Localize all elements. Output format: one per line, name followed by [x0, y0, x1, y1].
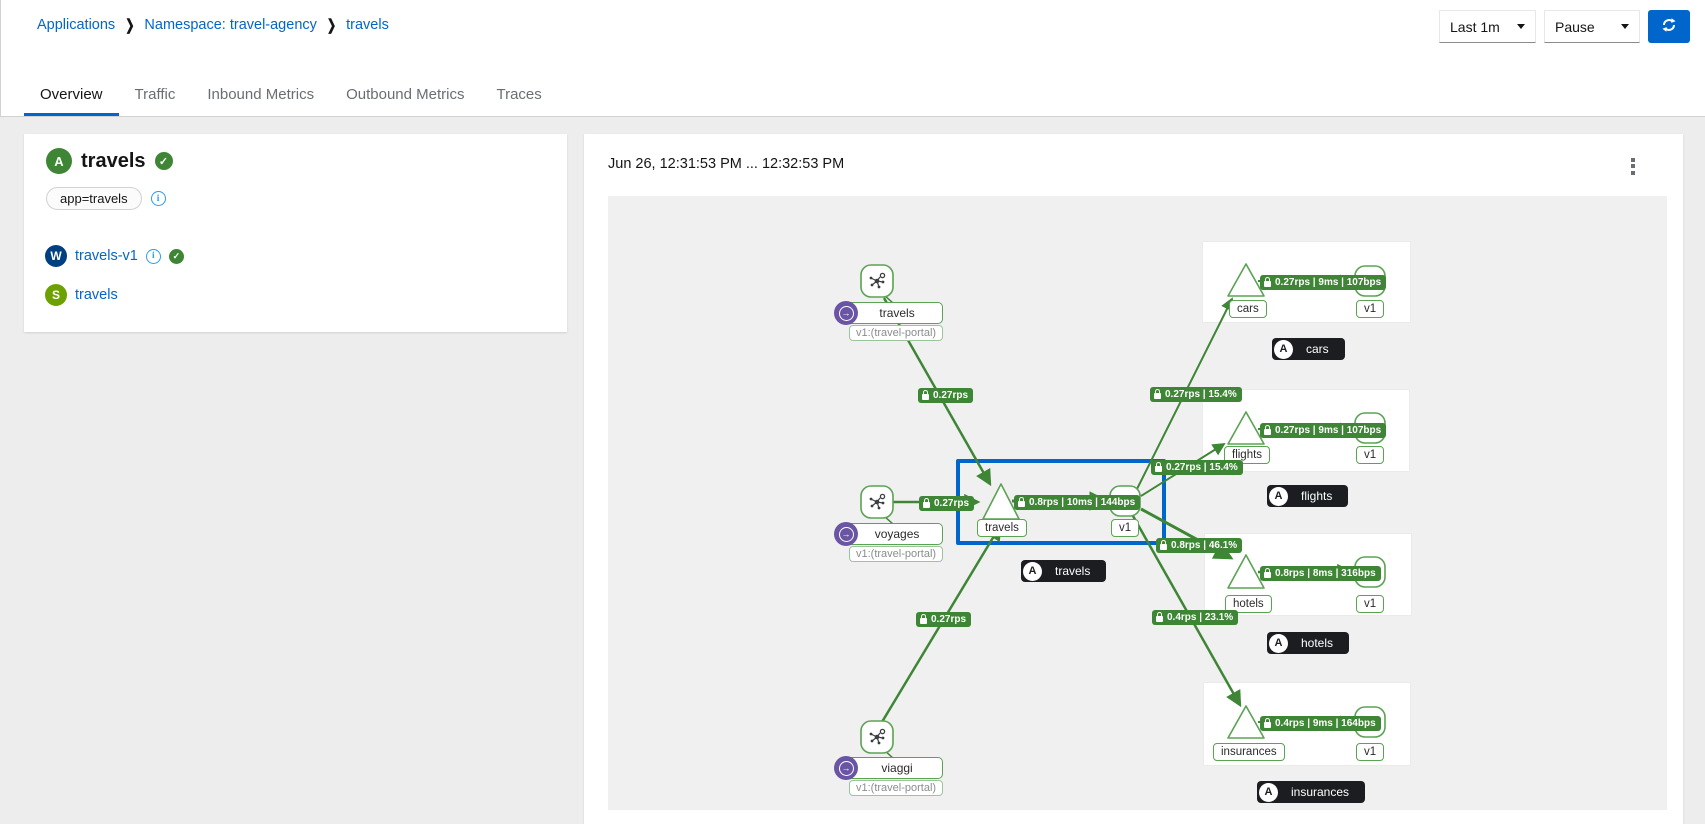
service-badge: S	[45, 284, 67, 306]
node-label-cars-v1[interactable]: v1	[1356, 300, 1385, 318]
breadcrumb-current[interactable]: travels	[346, 17, 389, 33]
app-badge-letter: A	[1023, 561, 1042, 581]
mtls-lock-icon	[1155, 462, 1162, 472]
tab-bar: Overview Traffic Inbound Metrics Outboun…	[1, 73, 1705, 117]
graph-time-range: Jun 26, 12:31:53 PM ... 12:32:53 PM	[608, 156, 845, 172]
breadcrumb: Applications ❯ Namespace: travel-agency …	[37, 17, 389, 34]
source-label-travels[interactable]: →travels v1:(travel-portal)	[834, 301, 944, 341]
mtls-lock-icon	[923, 498, 930, 508]
edge-label-to-flights[interactable]: 0.27rps | 15.4%	[1151, 460, 1243, 475]
node-label-travels-v1[interactable]: v1	[1111, 519, 1140, 537]
sync-icon	[1661, 17, 1677, 36]
breadcrumb-applications[interactable]: Applications	[37, 17, 116, 33]
node-label-insurances[interactable]: insurances	[1213, 743, 1285, 761]
edge-label-travels-src[interactable]: 0.27rps	[918, 388, 974, 403]
workload-badge: W	[45, 245, 67, 267]
tab-traces[interactable]: Traces	[496, 86, 542, 103]
app-badge-letter: A	[1259, 782, 1278, 802]
health-ok-icon: ✓	[168, 248, 184, 264]
refresh-interval-value: Pause	[1555, 18, 1595, 35]
edge-label-flights-internal[interactable]: 0.27rps | 9ms | 107bps	[1260, 423, 1387, 438]
workload-link[interactable]: travels-v1	[75, 248, 138, 264]
edge-label-voyages-src[interactable]: 0.27rps	[919, 496, 975, 511]
root-traffic-icon: →	[834, 522, 858, 546]
edge-label-hotels-internal[interactable]: 0.8rps | 8ms | 316bps	[1260, 566, 1381, 581]
source-label-voyages[interactable]: →voyages v1:(travel-portal)	[834, 522, 944, 562]
app-badge-letter: A	[1269, 486, 1288, 506]
duration-value: Last 1m	[1450, 18, 1500, 35]
tab-overview[interactable]: Overview	[24, 73, 119, 116]
kebab-menu-icon[interactable]	[1621, 152, 1645, 180]
chevron-right-icon: ❯	[326, 17, 337, 34]
edge-label-travels-internal[interactable]: 0.8rps | 10ms | 144bps	[1014, 495, 1141, 510]
app-badge-letter: A	[1274, 339, 1293, 359]
app-badge-letter: A	[1269, 633, 1288, 653]
mtls-lock-icon	[1264, 425, 1271, 435]
app-heading: A travels ✓	[46, 148, 173, 174]
service-row: S travels	[45, 284, 118, 306]
page-header: Applications ❯ Namespace: travel-agency …	[0, 0, 1705, 117]
content-area: A travels ✓ app=travels i W travels-v1 i…	[0, 117, 1705, 824]
refresh-button[interactable]	[1648, 10, 1690, 43]
graph-card: Jun 26, 12:31:53 PM ... 12:32:53 PM	[584, 134, 1683, 824]
mtls-lock-icon	[1264, 277, 1271, 287]
toolbar: Last 1m Pause	[1439, 10, 1690, 43]
root-traffic-icon: →	[834, 756, 858, 780]
edge-label-cars-internal[interactable]: 0.27rps | 9ms | 107bps	[1260, 275, 1387, 290]
chevron-right-icon: ❯	[125, 17, 135, 34]
breadcrumb-namespace[interactable]: Namespace: travel-agency	[144, 17, 317, 33]
mtls-lock-icon	[1264, 718, 1271, 728]
edge-label-to-hotels[interactable]: 0.8rps | 46.1%	[1156, 538, 1243, 553]
mtls-lock-icon	[920, 614, 927, 624]
tab-traffic[interactable]: Traffic	[134, 86, 176, 103]
tab-outbound-metrics[interactable]: Outbound Metrics	[346, 86, 465, 103]
mtls-lock-icon	[922, 390, 929, 400]
info-icon[interactable]: i	[145, 248, 161, 264]
app-labels-row: app=travels i	[46, 187, 166, 210]
mtls-lock-icon	[1264, 568, 1271, 578]
edge-label-viaggi-src[interactable]: 0.27rps	[916, 612, 972, 627]
tab-inbound-metrics[interactable]: Inbound Metrics	[207, 86, 315, 103]
mtls-lock-icon	[1154, 389, 1161, 399]
edge-label-to-insurances[interactable]: 0.4rps | 23.1%	[1152, 610, 1239, 625]
node-label-insurances-v1[interactable]: v1	[1356, 743, 1385, 761]
info-icon[interactable]: i	[150, 191, 166, 206]
app-details-card: A travels ✓ app=travels i W travels-v1 i…	[24, 134, 567, 332]
workload-row: W travels-v1 i ✓	[45, 245, 184, 267]
node-label-cars[interactable]: cars	[1229, 300, 1267, 318]
refresh-interval-dropdown[interactable]: Pause	[1544, 10, 1640, 43]
app-title: travels	[81, 149, 146, 172]
mtls-lock-icon	[1018, 497, 1025, 507]
source-label-viaggi[interactable]: →viaggi v1:(travel-portal)	[834, 756, 944, 796]
edge-label-to-cars[interactable]: 0.27rps | 15.4%	[1150, 387, 1242, 402]
chevron-down-icon	[1517, 24, 1525, 29]
node-label-hotels-v1[interactable]: v1	[1356, 595, 1385, 613]
node-label-travels[interactable]: travels	[977, 519, 1027, 537]
mtls-lock-icon	[1156, 612, 1163, 622]
application-badge: A	[46, 148, 72, 174]
chevron-down-icon	[1621, 24, 1629, 29]
root-traffic-icon: →	[834, 301, 858, 325]
node-label-flights-v1[interactable]: v1	[1356, 446, 1385, 464]
duration-dropdown[interactable]: Last 1m	[1439, 10, 1536, 43]
mtls-lock-icon	[1160, 540, 1167, 550]
app-label-pill: app=travels	[46, 187, 142, 210]
edge-label-insurances-internal[interactable]: 0.4rps | 9ms | 164bps	[1260, 716, 1381, 731]
service-link[interactable]: travels	[75, 287, 118, 303]
health-ok-icon: ✓	[154, 152, 173, 170]
